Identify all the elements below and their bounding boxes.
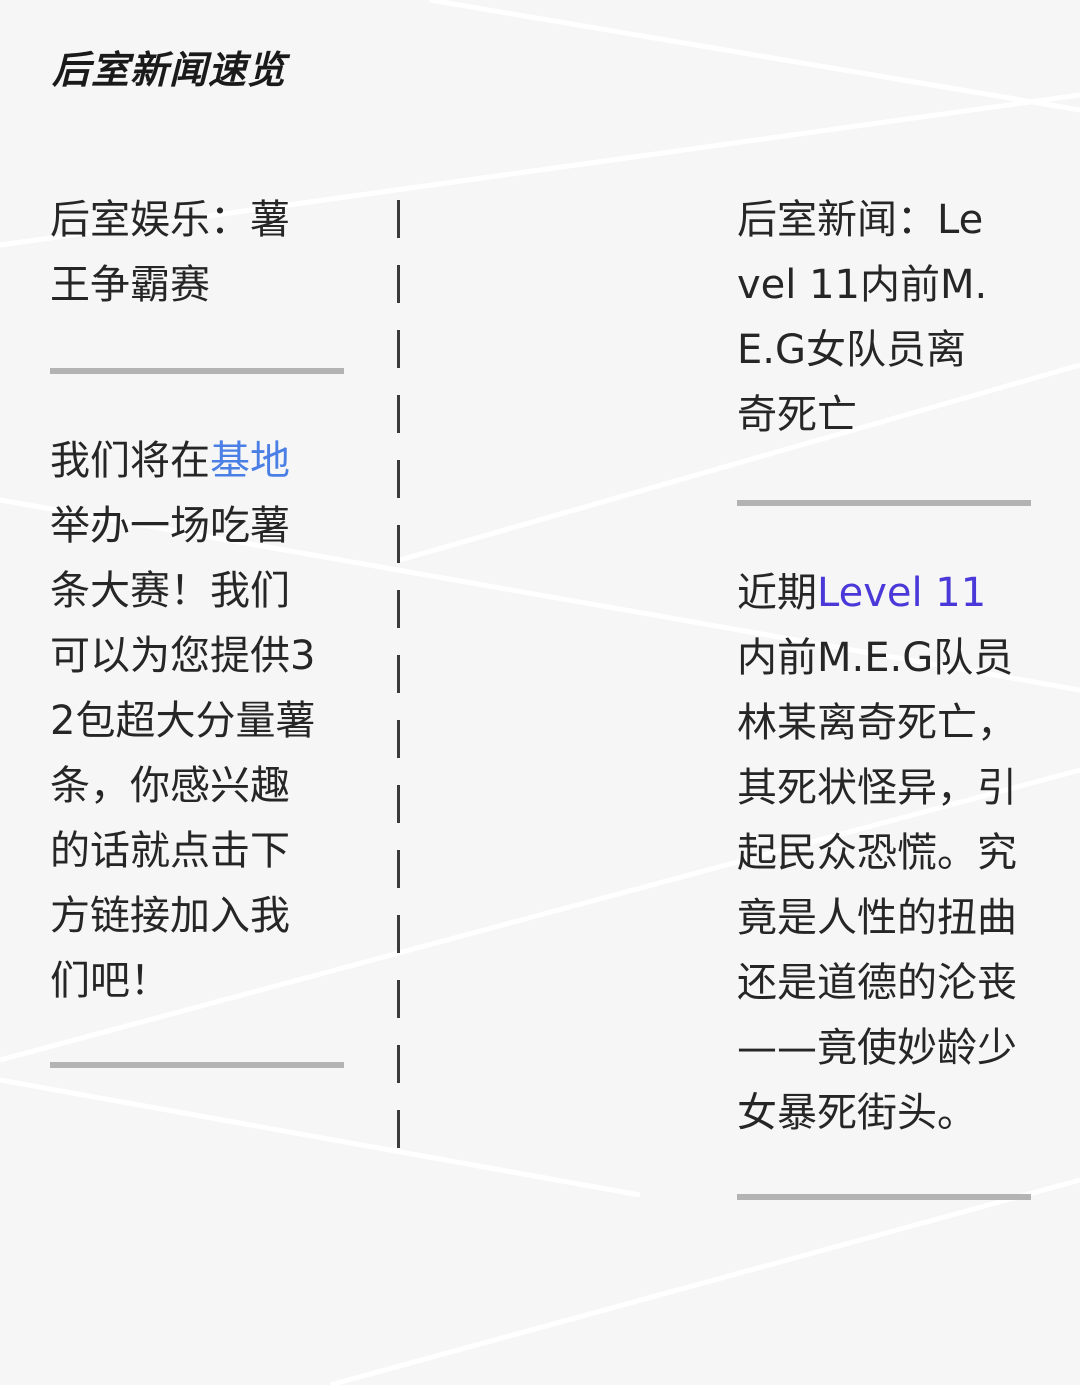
- page-title: 后室新闻速览: [52, 48, 287, 92]
- article-headline: 后室新闻：Level 11内前M.E.G女队员离奇死亡: [737, 197, 988, 438]
- separator-dash: [397, 395, 400, 433]
- separator-dash: [397, 265, 400, 303]
- level-11-link[interactable]: Level 11: [817, 570, 987, 616]
- divider: [50, 1062, 344, 1068]
- separator-dash: [397, 590, 400, 628]
- separator-dash: [397, 200, 400, 238]
- body-text-start: 我们将在: [50, 438, 210, 484]
- column-separator: [397, 200, 403, 1160]
- separator-dash: [397, 1045, 400, 1083]
- body-text-start: 近期: [737, 570, 817, 616]
- divider: [50, 368, 344, 374]
- separator-dash: [397, 850, 400, 888]
- article-body: 我们将在基地举办一场吃薯条大赛！我们可以为您提供32包超大分量薯条，你感兴趣的话…: [50, 429, 320, 1014]
- separator-dash: [397, 525, 400, 563]
- separator-dash: [397, 460, 400, 498]
- base-link[interactable]: 基地: [210, 438, 290, 484]
- divider: [737, 1194, 1031, 1200]
- article-headline: 后室娱乐：薯王争霸赛: [50, 197, 290, 308]
- separator-dash: [397, 785, 400, 823]
- news-column-entertainment: 后室娱乐：薯王争霸赛 我们将在基地举办一场吃薯条大赛！我们可以为您提供32包超大…: [50, 188, 350, 1068]
- separator-dash: [397, 330, 400, 368]
- article-body: 近期Level 11 内前M.E.G队员林某离奇死亡，其死状怪异，引起民众恐慌。究…: [737, 561, 1022, 1146]
- divider: [737, 500, 1031, 506]
- body-text-rest: 内前M.E.G队员林某离奇死亡，其死状怪异，引起民众恐慌。究竟是人性的扭曲还是道…: [737, 635, 1017, 1136]
- separator-dash: [397, 1110, 400, 1148]
- separator-dash: [397, 720, 400, 758]
- news-column-incident: 后室新闻：Level 11内前M.E.G女队员离奇死亡 近期Level 11 内前…: [737, 188, 1037, 1200]
- separator-dash: [397, 655, 400, 693]
- separator-dash: [397, 915, 400, 953]
- body-text-rest: 举办一场吃薯条大赛！我们可以为您提供32包超大分量薯条，你感兴趣的话就点击下方链…: [50, 503, 316, 1004]
- separator-dash: [397, 980, 400, 1018]
